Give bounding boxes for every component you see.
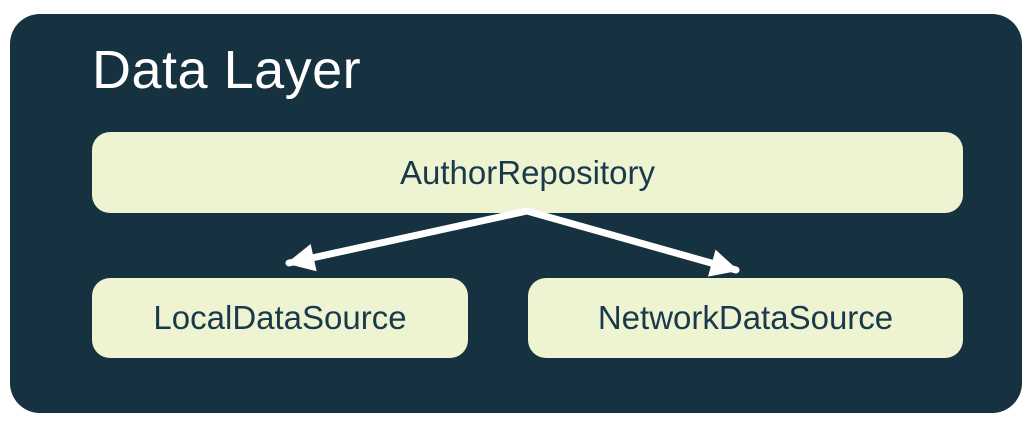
node-network-data-source-label: NetworkDataSource — [597, 299, 894, 336]
node-local-data-source: LocalDataSource — [92, 278, 468, 358]
node-network-data-source: NetworkDataSource — [528, 278, 963, 358]
node-local-data-source-label: LocalDataSource — [153, 299, 407, 336]
data-layer-container: Data Layer AuthorRepository LocalDataSou… — [10, 14, 1022, 413]
node-author-repository-label: AuthorRepository — [400, 153, 655, 191]
node-author-repository: AuthorRepository — [92, 132, 963, 213]
data-layer-title: Data Layer — [92, 40, 362, 100]
